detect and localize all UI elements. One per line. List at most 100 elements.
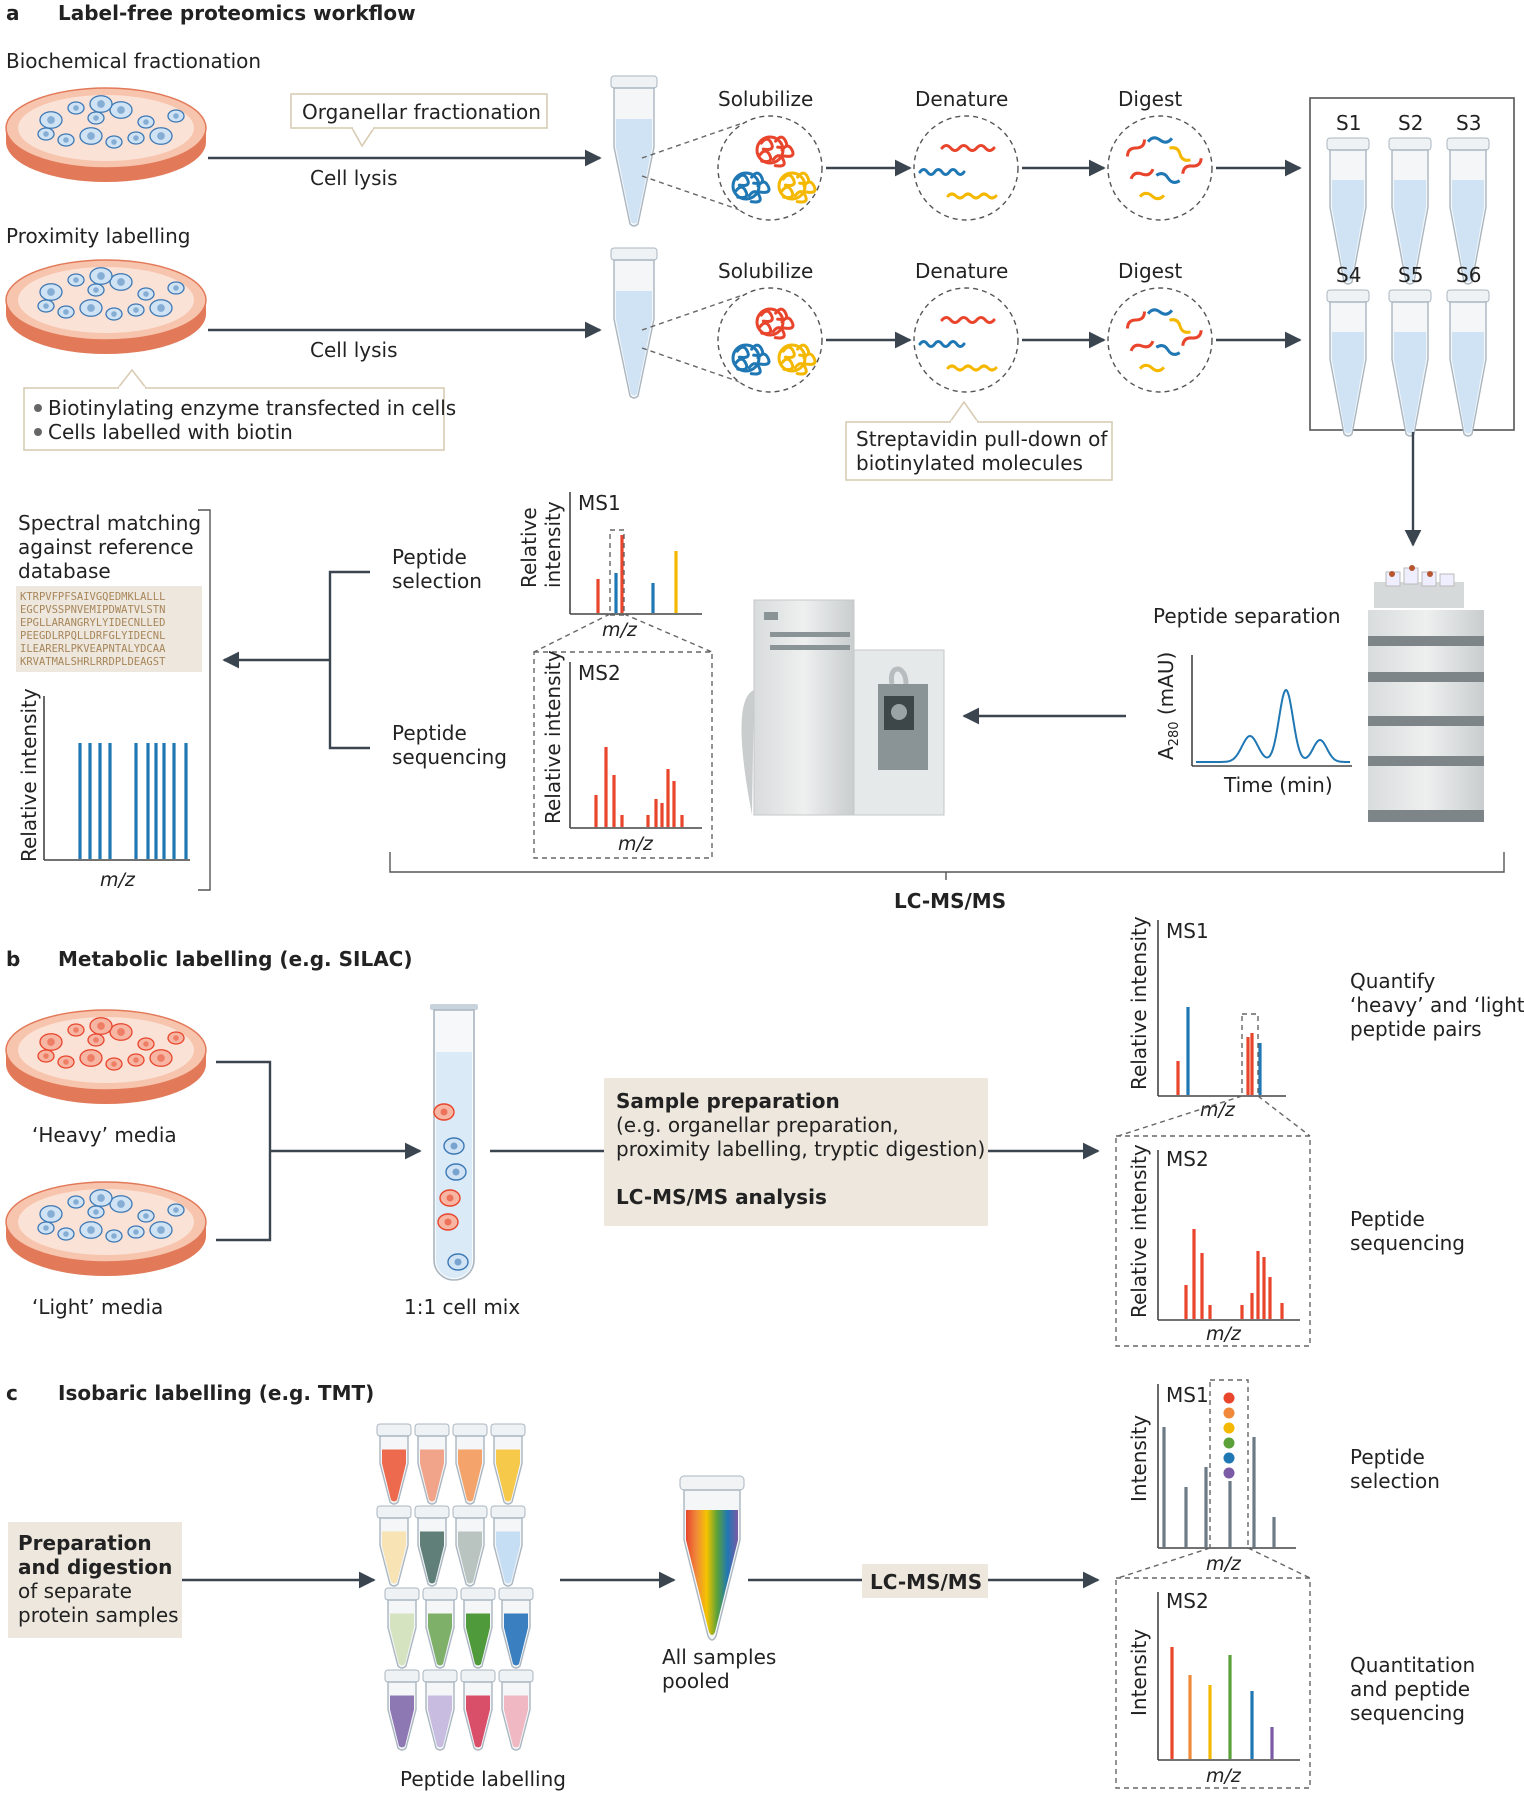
step-solubilize-2: Solubilize [718, 259, 813, 283]
panel-b-title: Metabolic labelling (e.g. SILAC) [58, 947, 413, 971]
ms1-to-ms2-zoom [533, 613, 713, 653]
ms2-spectrum-a: MS2 Relative intensity m/z [533, 650, 713, 859]
panel-c-letter: c [6, 1381, 18, 1405]
pooled-tube [679, 1475, 745, 1641]
reference-spectrum: Relative intensity m/z [17, 688, 190, 891]
spectral-matching-1: Spectral matching [18, 511, 201, 535]
lcms-box-c [862, 1564, 988, 1598]
step-solubilize-1: Solubilize [718, 87, 813, 111]
sample-label: S2 [1398, 111, 1423, 135]
lcms-label-c: LC-MS/MS [870, 1570, 982, 1594]
pooled-1: All samples [662, 1645, 776, 1669]
sequence-1: KTRPVFPFSAIVGQEDMKLALLL [20, 591, 165, 603]
lcms-label-a: LC-MS/MS [894, 889, 1006, 913]
ms1-b-ylabel: Relative intensity [1127, 916, 1151, 1090]
quantify-2: ‘heavy’ and ‘light’ [1350, 993, 1524, 1017]
streptavidin-line-2: biotinylated molecules [856, 451, 1083, 475]
ms1-spectrum-c: MS1 Intensity m/z [1127, 1379, 1296, 1575]
lcms-bracket [389, 852, 1505, 873]
mass-spectrometer [741, 599, 945, 816]
sample-prep-line-2: proximity labelling, tryptic digestion) [616, 1137, 985, 1161]
ms1-a-title: MS1 [578, 491, 621, 515]
ms2-c-xlabel: m/z [1206, 1765, 1242, 1787]
sequence-3: EPGLLARANGRYLYIDECNLLED [20, 617, 165, 629]
prep-bold-2: and digestion [18, 1555, 172, 1579]
ms2-b-title: MS2 [1166, 1147, 1209, 1171]
reference-xlabel: m/z [100, 869, 136, 891]
panel-a-title: Label-free proteomics workflow [58, 1, 416, 25]
peptide-selection-2: selection [392, 569, 482, 593]
biotin-bullet-2: Cells labelled with biotin [48, 420, 293, 444]
prep-digestion-box [8, 1522, 182, 1638]
prep-line-2: protein samples [18, 1603, 179, 1627]
reporter-dot [1223, 1437, 1235, 1449]
row2-label: Proximity labelling [6, 224, 190, 248]
spectral-matching-2: against reference [18, 535, 194, 559]
ms2-c-ylabel: Intensity [1127, 1629, 1151, 1716]
cell-mix-label: 1:1 cell mix [404, 1295, 520, 1319]
streptavidin-callout: Streptavidin pull-down of biotinylated m… [845, 400, 1113, 481]
cell-mix-tube [430, 1004, 478, 1281]
sequence-database [16, 586, 202, 672]
petri-dish-proximity [5, 259, 207, 354]
ms1-c-ylabel: Intensity [1127, 1415, 1151, 1502]
petri-dish-heavy [5, 1009, 207, 1104]
peptide-sequencing-1: Peptide [392, 721, 467, 745]
organellar-callout: Organellar fractionation [290, 93, 548, 148]
sample-prep-line-1: (e.g. organellar preparation, [616, 1113, 899, 1137]
chromatogram: A280 (mAU) Time (min) [1154, 652, 1352, 797]
reporter-dot [1223, 1467, 1235, 1479]
heavy-media-label: ‘Heavy’ media [32, 1123, 177, 1147]
sample-label: S6 [1456, 263, 1481, 287]
sequence-2: EGCPVSSPNVEMIPDWATVLSTN [20, 604, 165, 616]
ms2-spectrum-b: MS2 Relative intensity m/z [1115, 1135, 1311, 1347]
reporter-dot [1223, 1392, 1235, 1404]
step-denature-2: Denature [915, 259, 1008, 283]
ms1-spectrum-a: MS1 Relative intensity m/z [517, 491, 702, 641]
streptavidin-line-1: Streptavidin pull-down of [856, 427, 1108, 451]
petri-dish-fractionation [5, 87, 207, 182]
sample-label: S5 [1398, 263, 1423, 287]
light-media-label: ‘Light’ media [32, 1295, 163, 1319]
sequencing-b-1: Peptide [1350, 1207, 1425, 1231]
peptide-sequencing-2: sequencing [392, 745, 507, 769]
labelled-tubes [376, 1423, 534, 1751]
sequencing-b-2: sequencing [1350, 1231, 1465, 1255]
quantitation-2: and peptide [1350, 1677, 1470, 1701]
database-bracket [198, 509, 211, 891]
reporter-dot [1223, 1422, 1235, 1434]
pooled-2: pooled [662, 1669, 730, 1693]
sequence-6: KRVATMALSHRLRRDPLDEAGST [20, 656, 166, 668]
biotin-callout: Biotinylating enzyme transfected in cell… [23, 368, 456, 451]
sample-prep-box [604, 1078, 988, 1226]
step-denature-1: Denature [915, 87, 1008, 111]
selection-c-2: selection [1350, 1469, 1440, 1493]
panel-b-letter: b [6, 947, 20, 971]
ms1-a-ylabel-2: intensity [541, 501, 565, 588]
ms1-a-ylabel-1: Relative [517, 507, 541, 588]
lysate-tube-2 [610, 247, 658, 399]
cell-lysis-label-1: Cell lysis [310, 166, 398, 190]
ms2-a-xlabel: m/z [618, 833, 654, 855]
ms1-b-xlabel: m/z [1200, 1099, 1236, 1121]
chromatogram-trace [1196, 688, 1350, 763]
quantitation-3: sequencing [1350, 1701, 1465, 1725]
lysate-tube-1 [610, 75, 658, 227]
peptide-separation-label: Peptide separation [1153, 604, 1341, 628]
row1-label: Biochemical fractionation [6, 49, 261, 73]
ms1-a-xlabel: m/z [602, 619, 638, 641]
peptide-selection-1: Peptide [392, 545, 467, 569]
quantify-3: peptide pairs [1350, 1017, 1482, 1041]
sample-label: S1 [1336, 111, 1361, 135]
ms1-c-xlabel: m/z [1206, 1553, 1242, 1575]
ms1-c-title: MS1 [1166, 1383, 1209, 1407]
reference-ylabel: Relative intensity [17, 688, 41, 862]
step-digest-2: Digest [1118, 259, 1182, 283]
sequence-4: PEEGDLRPQLLDRFGLYIDECNL [20, 630, 165, 642]
ms2-a-ylabel: Relative intensity [541, 650, 565, 824]
ms2-b-xlabel: m/z [1206, 1323, 1242, 1345]
chromatogram-xlabel: Time (min) [1223, 773, 1333, 797]
reporter-dot [1223, 1407, 1235, 1419]
